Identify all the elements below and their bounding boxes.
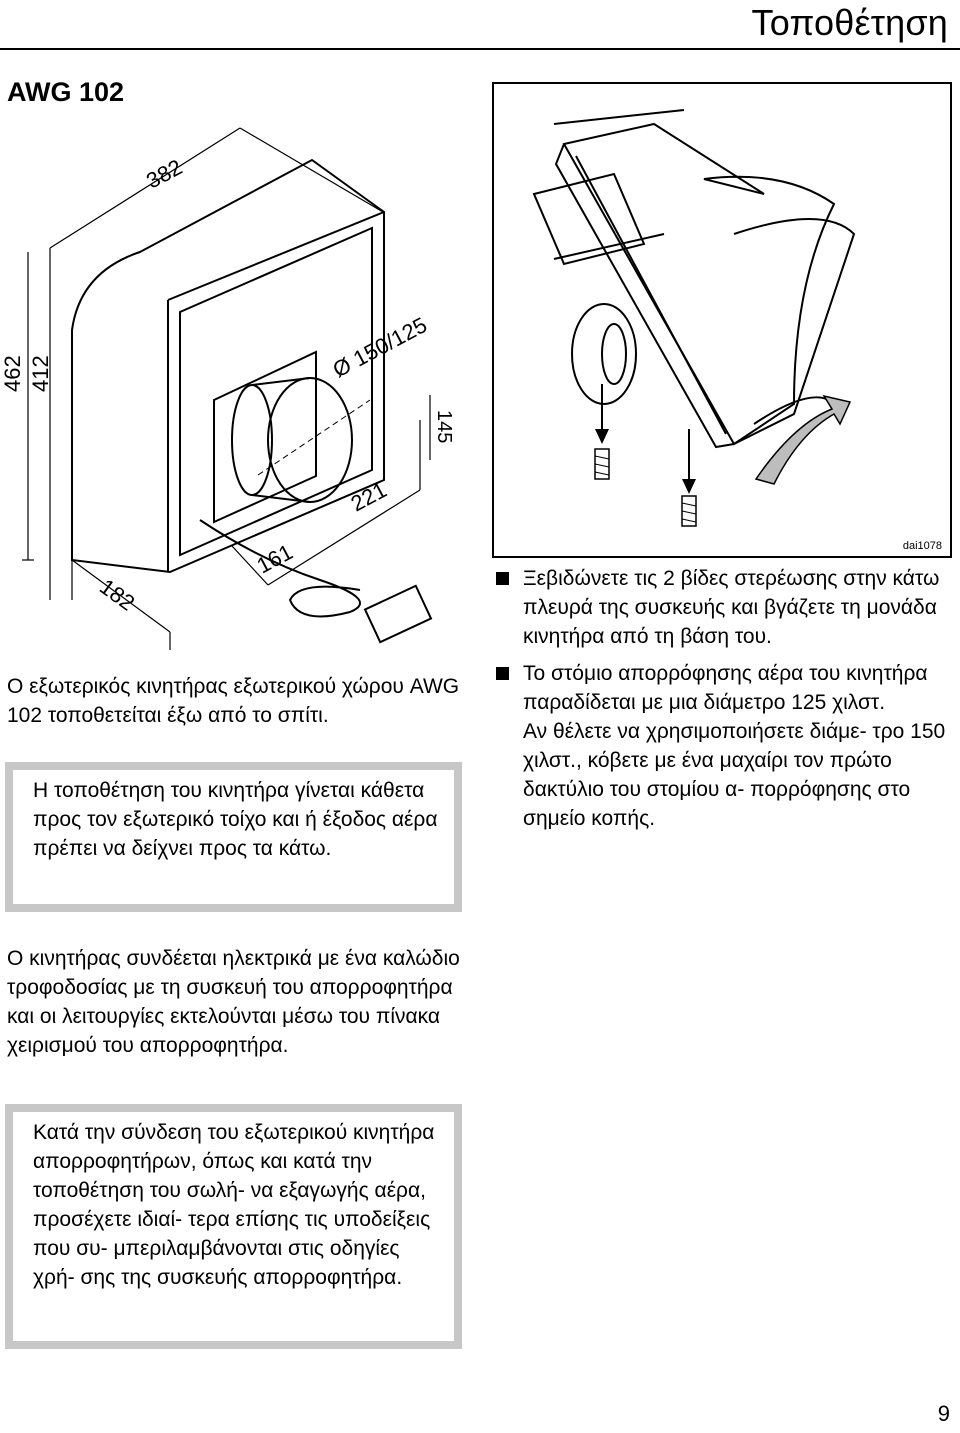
intro-paragraph: Ο εξωτερικός κινητήρας εξωτερικού χώρου … (7, 675, 460, 727)
note-box-mounting-text: Η τοποθέτηση του κινητήρα γίνεται κάθετα… (33, 779, 438, 860)
step-item: Το στόμιο απορρόφησης αέρα του κινητήρα … (493, 659, 948, 833)
dimension-drawing: 382 462 412 Ø 150/125 145 221 161 182 (0, 118, 484, 658)
dim-145: 145 (433, 410, 455, 443)
step-item: Ξεβιδώνετε τις 2 βίδες στερέωσης στην κά… (493, 564, 948, 651)
page-number: 9 (937, 1401, 950, 1426)
instruction-steps: Ξεβιδώνετε τις 2 βίδες στερέωσης στην κά… (493, 564, 948, 841)
electrical-paragraph: Ο κινητήρας συνδέεται ηλεκτρικά με ένα κ… (7, 947, 460, 1057)
page-title: Τοποθέτηση (751, 2, 948, 43)
dim-diameter: Ø 150/125 (329, 312, 431, 382)
model-heading: AWG 102 (7, 77, 125, 107)
figure-code: dai1078 (902, 540, 942, 552)
dim-462: 462 (0, 355, 25, 392)
dim-382: 382 (142, 154, 186, 193)
header-rule (0, 48, 960, 50)
square-bullet-icon (496, 572, 509, 585)
dim-182: 182 (95, 574, 139, 616)
disassembly-figure: dai1078 (492, 82, 952, 558)
note-box-connection-text: Κατά την σύνδεση του εξωτερικού κινητήρα… (33, 1121, 435, 1289)
step-text: Ξεβιδώνετε τις 2 βίδες στερέωσης στην κά… (523, 567, 940, 648)
square-bullet-icon (496, 667, 509, 680)
dim-221: 221 (347, 477, 391, 516)
step-text: Το στόμιο απορρόφησης αέρα του κινητήρα … (523, 662, 928, 714)
dim-412: 412 (28, 355, 53, 392)
note-box-connection: Κατά την σύνδεση του εξωτερικού κινητήρα… (5, 1104, 462, 1349)
step-extra-text: Αν θέλετε να χρησιμοποιήσετε διάμε- τρο … (523, 720, 946, 830)
dim-161: 161 (253, 539, 297, 578)
note-box-mounting: Η τοποθέτηση του κινητήρα γίνεται κάθετα… (5, 762, 462, 912)
